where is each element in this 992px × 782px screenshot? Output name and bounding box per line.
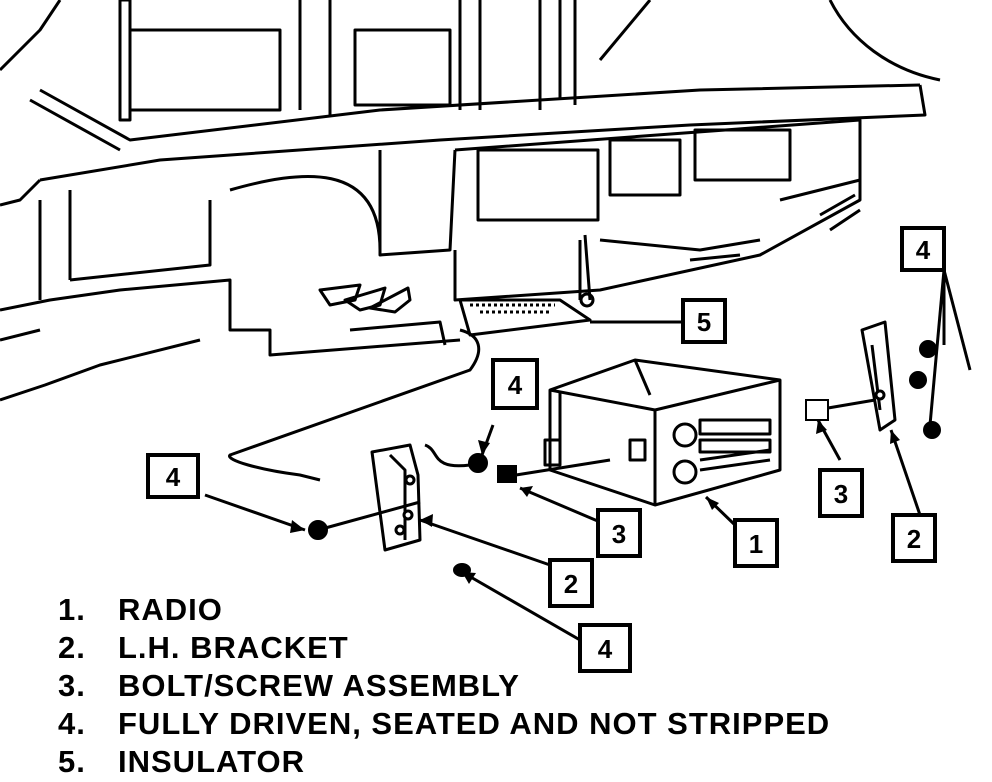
legend-item: 2. L.H. BRACKET	[58, 629, 958, 667]
callout-screw-right: 4	[900, 226, 946, 272]
leader-lines	[204, 269, 972, 642]
callout-label: 4	[916, 235, 931, 265]
callout-label: 4	[508, 370, 523, 400]
legend-number: 3.	[58, 668, 86, 703]
left-bracket	[370, 443, 422, 552]
callout-bolt-right: 3	[818, 468, 864, 518]
legend-number: 4.	[58, 706, 86, 741]
legend-item: 5. INSULATOR	[58, 743, 958, 781]
callout-label: 2	[564, 569, 578, 599]
callout-label: 4	[166, 462, 181, 492]
callout-label: 5	[697, 307, 711, 337]
callout-radio: 1	[733, 518, 779, 568]
screw-icon	[919, 340, 937, 358]
legend-item: 1. RADIO	[58, 591, 958, 629]
legend-text: BOLT/SCREW ASSEMBLY	[118, 668, 520, 703]
legend-number: 1.	[58, 592, 86, 627]
parts-legend: 1. RADIO 2. L.H. BRACKET 3. BOLT/SCREW ASSE…	[58, 591, 958, 781]
callout-screw-lower: 4	[578, 623, 632, 673]
bolt-icon	[497, 465, 517, 483]
right-bracket	[860, 320, 897, 432]
screw-icon	[923, 421, 941, 439]
callout-insulator: 5	[681, 298, 727, 344]
legend-number: 5.	[58, 744, 86, 779]
callout-label: 3	[612, 519, 626, 549]
legend-number: 2.	[58, 630, 86, 665]
legend-item: 4. FULLY DRIVEN, SEATED AND NOT STRIPPED	[58, 705, 958, 743]
arrowheads	[290, 420, 900, 584]
callout-bolt-left: 3	[596, 508, 642, 558]
screw-icon	[909, 371, 927, 389]
callout-label: 4	[598, 634, 613, 664]
screw-icon	[468, 453, 488, 473]
instrument-panel	[0, 0, 941, 402]
bolt-icon	[805, 399, 829, 421]
legend-text: RADIO	[118, 592, 223, 627]
legend-text: FULLY DRIVEN, SEATED AND NOT STRIPPED	[118, 706, 831, 741]
callout-label: 1	[749, 529, 763, 559]
callout-screw-upper: 4	[491, 358, 539, 410]
legend-text: L.H. BRACKET	[118, 630, 349, 665]
callout-bracket-left: 2	[548, 558, 594, 608]
legend-item: 3. BOLT/SCREW ASSEMBLY	[58, 667, 958, 705]
callout-bracket-right: 2	[891, 513, 937, 563]
callouts: 1 2 2 3 3 4 4	[146, 226, 946, 673]
legend-text: INSULATOR	[118, 744, 305, 779]
callout-screw-far-left: 4	[146, 453, 200, 499]
callout-label: 2	[907, 524, 921, 554]
callout-label: 3	[834, 479, 848, 509]
radio	[543, 358, 782, 507]
